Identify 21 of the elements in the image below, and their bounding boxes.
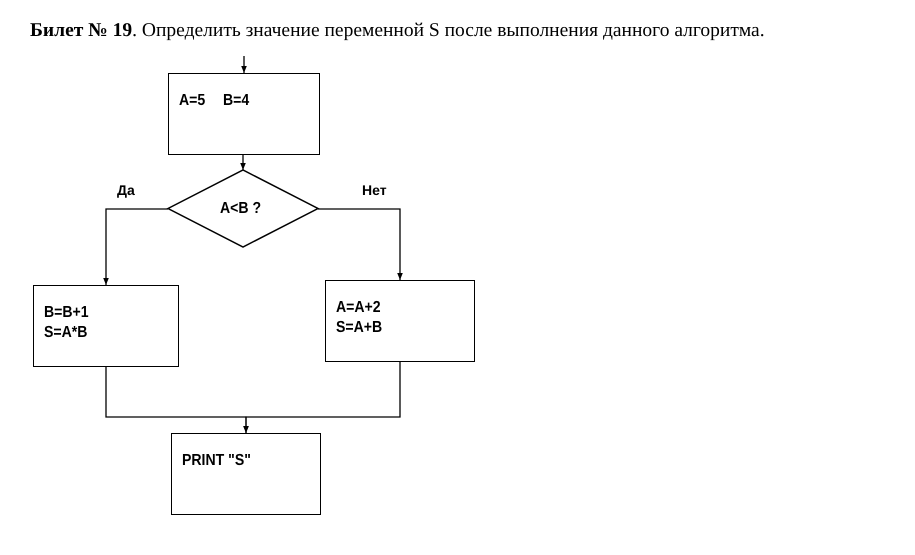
process-box bbox=[33, 285, 179, 367]
process-box bbox=[171, 433, 321, 515]
decision-diamond bbox=[168, 170, 318, 247]
arrow bbox=[241, 56, 247, 73]
node-text: A=A+2 bbox=[336, 299, 381, 317]
title: Билет № 19. Определить значение переменной S после выполнения данного алгоритма. bbox=[30, 20, 766, 42]
node-text: A<B ? bbox=[220, 200, 261, 218]
arrow bbox=[243, 362, 401, 433]
arrow bbox=[103, 208, 168, 285]
node-text: A=5 bbox=[179, 92, 206, 110]
process-box bbox=[325, 280, 475, 362]
edge-label: Нет bbox=[362, 182, 387, 198]
node-text: PRINT "S" bbox=[182, 452, 251, 470]
node-text: B=B+1 bbox=[44, 304, 89, 322]
process-box bbox=[168, 73, 320, 155]
node-text: S=A*B bbox=[44, 324, 88, 342]
arrow bbox=[318, 208, 403, 280]
node-text: B=4 bbox=[222, 92, 250, 110]
node-text: S=A+B bbox=[336, 319, 382, 337]
edge-label: Да bbox=[117, 182, 135, 198]
arrow bbox=[240, 155, 246, 170]
